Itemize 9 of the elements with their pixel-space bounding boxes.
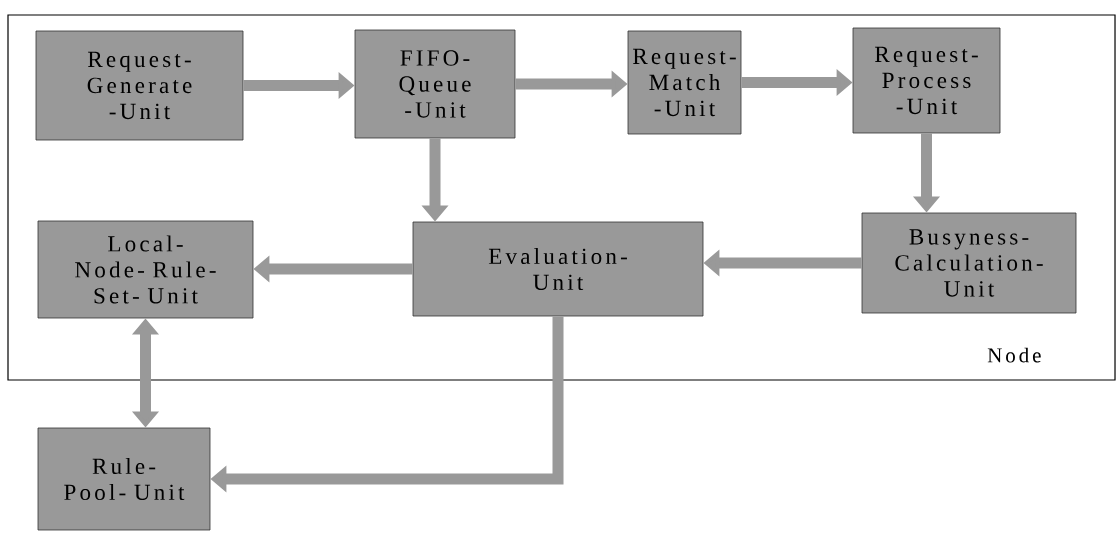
unit-box: FIFO- Queue -Unit [354,29,516,139]
unit-box: Evaluation- Unit [412,221,704,317]
frame-label: Node [987,347,1041,363]
unit-box: Request- Process -Unit [852,27,1001,134]
unit-box: Request- Generate -Unit [35,30,244,141]
unit-box: Request- Match -Unit [627,30,742,135]
unit-box: Local-Node- Rule-Set- Unit [37,220,254,319]
unit-box: Rule-Pool- Unit [37,427,211,531]
unit-box: Busyness- Calculation- Unit [861,212,1077,314]
